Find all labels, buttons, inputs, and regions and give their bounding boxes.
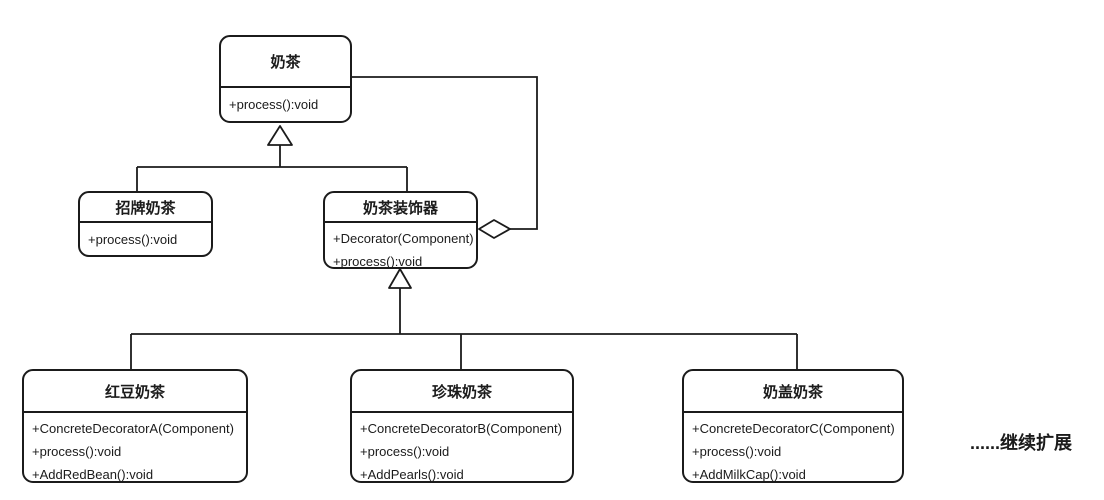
inheritance-edge-to-decorator <box>130 268 798 369</box>
method-row: +process():void <box>32 444 122 459</box>
class-methods: +ConcreteDecoratorC(Component) +process(… <box>684 413 902 486</box>
aggregation-diamond-icon <box>478 219 511 239</box>
class-title: 招牌奶茶 <box>80 193 211 223</box>
class-box-milktea: 奶茶 +process():void <box>219 35 352 123</box>
class-methods: +ConcreteDecoratorB(Component) +process(… <box>352 413 572 486</box>
method-row: +process():void <box>360 444 450 459</box>
class-methods: +Decorator(Component) +process():void <box>325 223 476 273</box>
method-row: +ConcreteDecoratorB(Component) <box>360 421 562 436</box>
continue-expand-note: ......继续扩展 <box>970 433 1073 453</box>
class-title: 珍珠奶茶 <box>352 371 572 413</box>
method-row: +AddRedBean():void <box>32 467 154 482</box>
class-box-milkcap-milktea: 奶盖奶茶 +ConcreteDecoratorC(Component) +pro… <box>682 369 904 483</box>
class-methods: +process():void <box>80 223 211 251</box>
class-box-milktea-decorator: 奶茶装饰器 +Decorator(Component) +process():v… <box>323 191 478 269</box>
class-title: 奶盖奶茶 <box>684 371 902 413</box>
method-row: +AddMilkCap():void <box>692 467 806 482</box>
class-methods: +ConcreteDecoratorA(Component) +process(… <box>24 413 246 486</box>
inheritance-edge-to-milktea <box>136 125 408 191</box>
method-row: +process():void <box>229 97 319 112</box>
inheritance-triangle-icon <box>267 125 293 146</box>
class-title: 奶茶装饰器 <box>325 193 476 223</box>
method-row: +Decorator(Component) <box>333 231 474 246</box>
method-row: +process():void <box>88 232 178 247</box>
method-row: +ConcreteDecoratorA(Component) <box>32 421 234 436</box>
class-box-redbean-milktea: 红豆奶茶 +ConcreteDecoratorA(Component) +pro… <box>22 369 248 483</box>
class-methods: +process():void <box>221 88 350 116</box>
class-box-signature-milktea: 招牌奶茶 +process():void <box>78 191 213 257</box>
method-row: +AddPearls():void <box>360 467 464 482</box>
method-row: +process():void <box>692 444 782 459</box>
class-title: 奶茶 <box>221 37 350 88</box>
inheritance-triangle-icon <box>388 268 412 289</box>
method-row: +ConcreteDecoratorC(Component) <box>692 421 895 436</box>
aggregation-edge-decorator-milktea <box>352 76 538 239</box>
class-box-pearl-milktea: 珍珠奶茶 +ConcreteDecoratorB(Component) +pro… <box>350 369 574 483</box>
method-row: +process():void <box>333 254 423 269</box>
class-title: 红豆奶茶 <box>24 371 246 413</box>
